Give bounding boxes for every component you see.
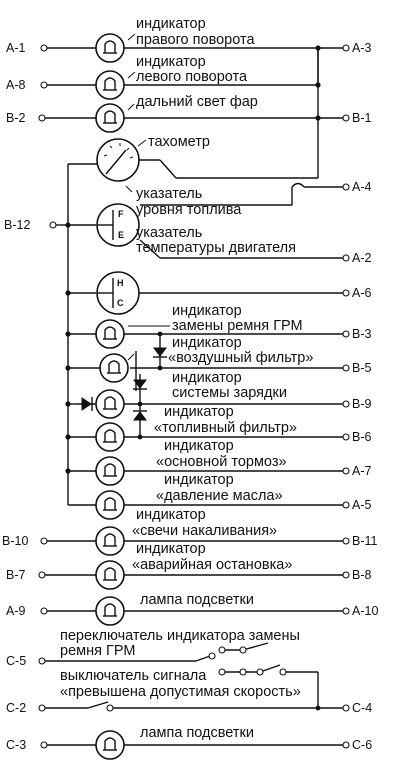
air-filter-label-2: «воздушный фильтр»: [168, 350, 313, 366]
lamp-bulb-icon: [95, 389, 125, 419]
pin-a1: A-1: [6, 41, 26, 55]
oil-label-1: индикатор: [164, 472, 234, 488]
belt-switch-label-1: переключатель индикатора замены: [60, 628, 300, 644]
fuel-gauge: F E: [96, 203, 140, 247]
pin-a7: A-7: [352, 464, 372, 478]
lamp-bulb-icon: [95, 560, 125, 590]
belt-switch-label-2: ремня ГРМ: [60, 643, 135, 659]
speed-switch-label-2: «превышена допустимая скорость»: [60, 684, 301, 700]
high-beam-label: дальний свет фар: [136, 94, 258, 110]
fuel-empty-mark: E: [118, 230, 124, 240]
pin-a4: A-4: [352, 180, 372, 194]
pin-b11: B-11: [352, 534, 378, 548]
glow-label-1: индикатор: [136, 507, 206, 523]
speed-switch-label-1: выключатель сигнала: [60, 668, 207, 684]
pin-b10: B-10: [2, 534, 28, 548]
pin-b9: B-9: [352, 397, 372, 411]
pin-a3: A-3: [352, 41, 372, 55]
fuel-label-2: уровня топлива: [136, 202, 242, 218]
pin-a5: A-5: [352, 498, 372, 512]
backlight-label-2: лампа подсветки: [140, 725, 254, 741]
diode-icon: [153, 347, 167, 358]
temperature-gauge: H C: [96, 271, 140, 315]
tachometer-label: тахометр: [148, 134, 210, 150]
pin-b6: B-6: [352, 430, 372, 444]
lamp-bulb-icon: [95, 33, 125, 63]
pin-a8: A-8: [6, 78, 26, 92]
pin-b12: B-12: [4, 218, 30, 232]
backlight-label-1: лампа подсветки: [140, 592, 254, 608]
tachometer-dial-icon: [96, 138, 140, 182]
timing-belt-label-2: замены ремня ГРМ: [172, 318, 303, 334]
lamp-bulb-icon: [95, 456, 125, 486]
switch-icon: [106, 646, 287, 712]
pin-b2: B-2: [6, 111, 26, 125]
charge-label-2: системы зарядки: [172, 385, 287, 401]
diodes: [81, 347, 167, 421]
air-filter-label-1: индикатор: [172, 335, 242, 351]
pin-b8: B-8: [352, 568, 372, 582]
glow-label-2: «свечи накаливания»: [132, 523, 277, 539]
lamp-bulb-icon: [95, 526, 125, 556]
right-turn-label-1: индикатор: [136, 16, 206, 32]
component-labels: индикатор правого поворота индикатор лев…: [60, 16, 313, 741]
pin-a6: A-6: [352, 286, 372, 300]
pin-b7: B-7: [6, 568, 26, 582]
terminals: [38, 44, 350, 749]
temp-cold-mark: C: [117, 298, 124, 308]
lamp-bulb-icon: [95, 70, 125, 100]
pin-c2: C-2: [6, 701, 26, 715]
pin-c3: C-3: [6, 738, 26, 752]
lamp-bulb-icon: [95, 596, 125, 626]
diode-icon: [133, 379, 147, 390]
junction-dots: [65, 45, 321, 711]
temp-label-2: температуры двигателя: [136, 240, 296, 256]
lamp-bulb-icon: [95, 730, 125, 760]
lamp-bulb-icon: [99, 353, 129, 383]
fuel-filter-label-1: индикатор: [164, 404, 234, 420]
brake-label-2: «основной тормоз»: [156, 454, 287, 470]
fuel-label-1: указатель: [136, 186, 202, 202]
charge-label-1: индикатор: [172, 370, 242, 386]
lamp-bulb-icon: [95, 490, 125, 520]
pin-a10: A-10: [352, 604, 378, 618]
pin-labels-right: A-3 B-1 A-4 A-2 A-6 B-3 B-5 B-9 B-6 A-7 …: [352, 41, 378, 752]
diode-icon: [81, 397, 93, 411]
oil-label-2: «давление масла»: [156, 488, 283, 504]
pin-a9: A-9: [6, 604, 26, 618]
pin-b1: B-1: [352, 111, 372, 125]
pin-c6: C-6: [352, 738, 372, 752]
fuel-filter-label-2: «топливный фильтр»: [154, 420, 297, 436]
lamp-bulb-icon: [95, 319, 125, 349]
left-turn-label-1: индикатор: [136, 54, 206, 70]
pin-b5: B-5: [352, 361, 372, 375]
pin-labels-left: A-1 A-8 B-2 B-12 B-10 B-7 A-9 C-5 C-2 C-…: [2, 41, 30, 752]
timing-belt-label-1: индикатор: [172, 303, 242, 319]
temp-label-1: указатель: [136, 225, 202, 241]
fuel-full-mark: F: [118, 209, 124, 219]
emergency-label-2: «аварийная остановка»: [132, 557, 292, 573]
emergency-label-1: индикатор: [136, 541, 206, 557]
pin-c4: C-4: [352, 701, 372, 715]
lamp-bulb-icon: [95, 422, 125, 452]
wires: [45, 47, 343, 746]
left-turn-label-2: левого поворота: [136, 69, 248, 85]
pin-b3: B-3: [352, 327, 372, 341]
brake-label-1: индикатор: [164, 438, 234, 454]
lamps: [95, 33, 129, 760]
lamp-bulb-icon: [95, 103, 125, 133]
temp-high-mark: H: [117, 278, 124, 288]
pin-a2: A-2: [352, 251, 372, 265]
right-turn-label-2: правого поворота: [136, 32, 255, 48]
pin-c5: C-5: [6, 654, 26, 668]
diode-icon: [133, 410, 147, 421]
